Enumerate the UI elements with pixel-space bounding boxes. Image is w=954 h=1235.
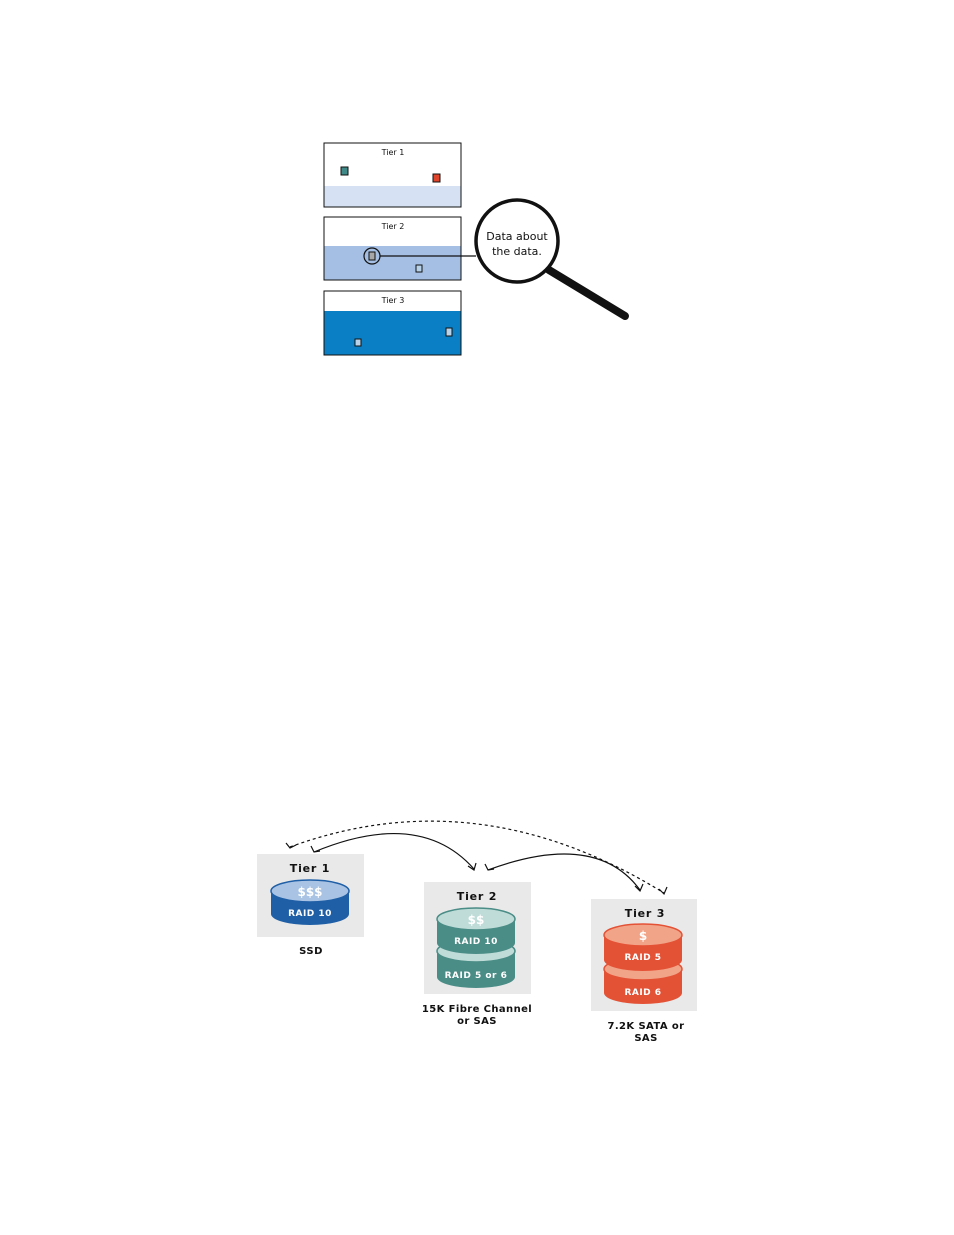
data-block-grey bbox=[369, 252, 375, 260]
tier1-panel-label: Tier 1 bbox=[381, 148, 405, 157]
disk-raid-label: RAID 5 or 6 bbox=[445, 971, 508, 981]
tier3-group: Tier 3 RAID 6 $ RAID 5 7.2K SATA or SAS bbox=[591, 899, 697, 1044]
disk-raid-label: RAID 10 bbox=[454, 937, 498, 947]
magnifier-text-line2: the data. bbox=[492, 245, 542, 258]
magnifier-handle bbox=[549, 270, 625, 316]
data-block-red bbox=[433, 174, 440, 182]
tier3-band bbox=[324, 311, 461, 355]
tier1-panel: Tier 1 bbox=[324, 143, 461, 207]
tier3-panel: Tier 3 bbox=[324, 291, 461, 355]
tier2-band bbox=[324, 246, 461, 280]
arrow-head bbox=[659, 887, 667, 894]
tier3-caption-line1: 7.2K SATA or bbox=[608, 1021, 685, 1032]
disk-raid-label: RAID 5 bbox=[624, 953, 661, 963]
tier1-group: Tier 1 $$$ RAID 10 SSD bbox=[257, 854, 364, 957]
disk-cost: $$ bbox=[468, 913, 485, 927]
disk-raid-label: RAID 6 bbox=[624, 988, 661, 998]
magnifier-text-line1: Data about bbox=[486, 230, 548, 243]
disk: $ RAID 5 bbox=[604, 924, 682, 971]
tier2-panel-label: Tier 2 bbox=[381, 222, 405, 231]
data-block-light bbox=[446, 328, 452, 336]
tier2-panel: Tier 2 bbox=[324, 217, 461, 280]
tier1-label: Tier 1 bbox=[290, 862, 330, 875]
tier2-label: Tier 2 bbox=[457, 890, 497, 903]
tier2-group: Tier 2 RAID 5 or 6 $$ RAID 10 15K Fibre … bbox=[422, 882, 532, 1027]
disk-cost: $$$ bbox=[297, 885, 322, 899]
disk-cost: $ bbox=[639, 929, 647, 943]
figure-1: Tier 1 Tier 2 Tier 3 Data about bbox=[324, 143, 625, 355]
disk: $$ RAID 10 bbox=[437, 908, 515, 954]
figure-2: Tier 1 $$$ RAID 10 SSD Tier 2 RAID 5 or … bbox=[257, 821, 697, 1044]
tier3-panel-label: Tier 3 bbox=[381, 296, 405, 305]
data-block-light bbox=[416, 265, 422, 272]
tier1-band bbox=[324, 186, 461, 207]
data-block-light bbox=[355, 339, 361, 346]
disk-raid-label: RAID 10 bbox=[288, 909, 332, 919]
disk: $$$ RAID 10 bbox=[271, 880, 349, 925]
tier3-caption-line2: SAS bbox=[634, 1033, 657, 1044]
arrow-head bbox=[286, 843, 296, 848]
tier3-label: Tier 3 bbox=[625, 907, 665, 920]
tier1-caption: SSD bbox=[299, 946, 323, 957]
data-block-teal bbox=[341, 167, 348, 175]
tier2-caption-line2: or SAS bbox=[457, 1016, 497, 1027]
tier2-caption-line1: 15K Fibre Channel bbox=[422, 1004, 532, 1015]
